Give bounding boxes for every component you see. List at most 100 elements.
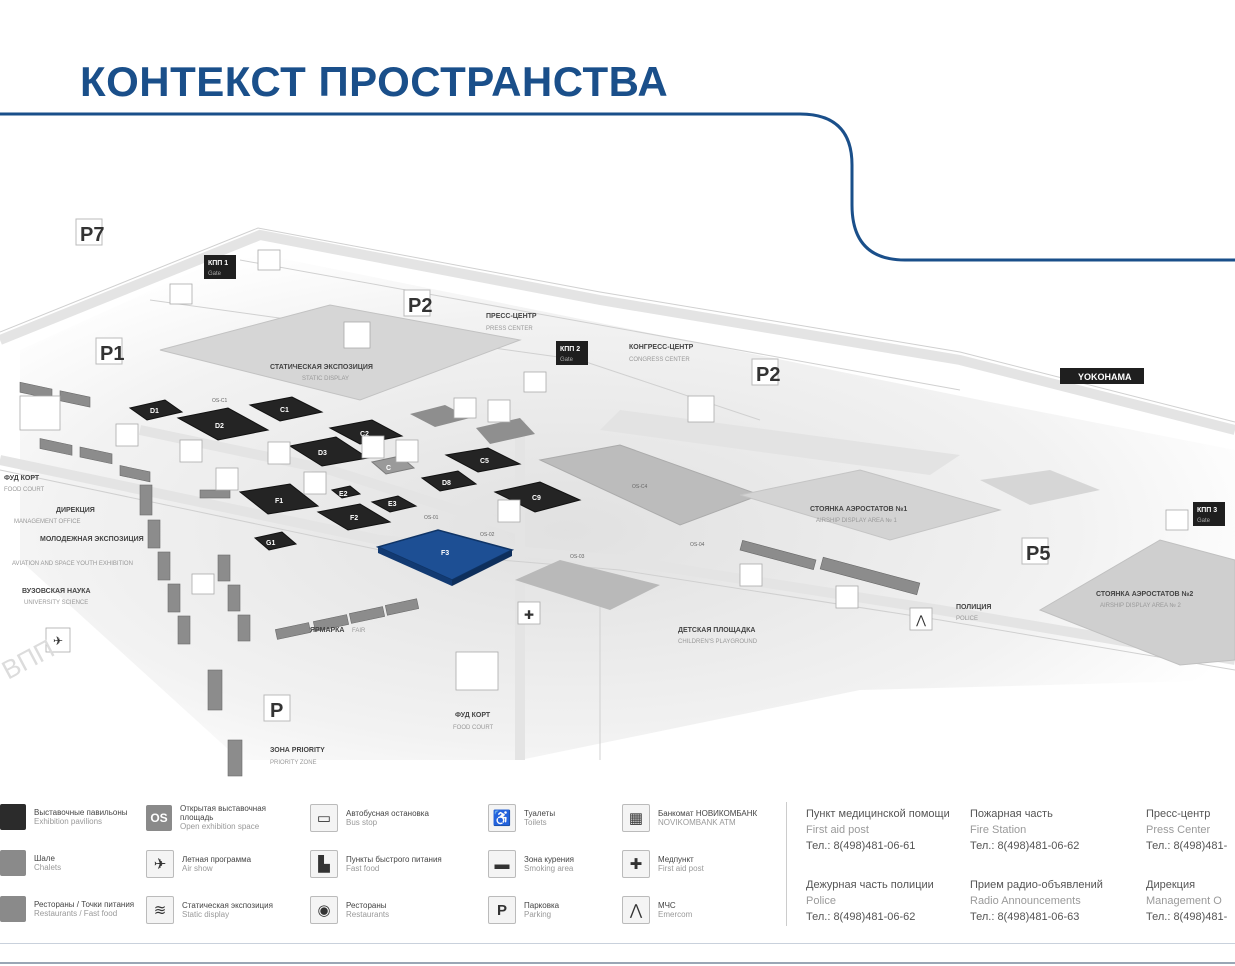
gate-3-label: КПП 3 [1197,507,1217,514]
pavilion-c5 [444,447,522,473]
management-label-en: MANAGEMENT OFFICE [14,519,81,525]
label-c2: C2 [360,431,369,438]
zone-static-display[interactable] [159,304,522,401]
pavilion-e3 [370,495,418,513]
playground-label: ДЕТСКАЯ ПЛОЩАДКА [678,627,755,634]
smoking-icon [523,371,547,393]
congress-label-en: CONGRESS CENTER [629,357,690,363]
priority-label-en: PRIORITY ZONE [270,760,317,766]
chalet [739,539,817,571]
food-court-2-label: ФУД КОРТ [455,712,491,719]
label-g1: G1 [266,540,275,547]
chalet [312,614,350,632]
static-display-icon: ≋ [146,896,174,924]
chalet-icon [0,850,26,876]
static-display-icon [687,395,715,423]
parking-p1 [95,337,123,365]
zone-east-strip [980,470,1100,505]
chalet [119,465,151,483]
parking-label-p2: P2 [408,295,432,317]
brand-yokohama[interactable] [1060,368,1144,384]
parking-icon: P [488,896,516,924]
restaurant-icon [395,439,419,463]
static-display-label-en: STATIC DISPLAY [302,376,349,382]
chalet [139,484,153,516]
smoking-icon: ▬ [488,850,516,878]
brand-yokohama-label: YOKOHAMA [1078,372,1132,382]
playground-label-en: CHILDREN'S PLAYGROUND [678,639,758,645]
chalets[interactable] [19,381,921,777]
fast-food-icon: ▙ [310,850,338,878]
zone-airship-1[interactable] [739,469,1002,541]
label-f2: F2 [350,515,358,522]
food-court-logo-icon [19,395,61,431]
food-court-2-label-en: FOOD COURT [453,725,494,731]
toilet-icon [267,441,291,465]
gates[interactable] [204,255,1225,526]
site-map[interactable]: P7 P2 P1 P2 P5 P КПП 1 КПП 2 КПП 3 Gate … [0,0,1235,790]
gate-1-label: КПП 1 [208,260,228,267]
contact-radio: Прием радио-объявлений Radio Announcemen… [970,879,1103,923]
chalet [819,556,921,596]
chalet [157,551,171,581]
fast-food-icon [115,423,139,447]
parking-p2 [403,289,431,317]
chalet [199,489,231,499]
label-os-03: OS-03 [570,554,585,560]
chalet [39,438,73,456]
parking-p2b [751,358,779,386]
header-curve [0,112,1235,262]
pavilions[interactable] [128,396,582,551]
air-show-icon [45,627,71,653]
press-center-label-en: PRESS CENTER [486,326,533,332]
smoking-icon [169,283,193,305]
parking-p7 [75,218,103,246]
pavilion-f3-side [378,547,452,586]
zone-airship-2[interactable] [1038,539,1235,666]
emercom-glyph: ⋀ [915,613,926,627]
congress-building[interactable] [476,418,535,444]
pavilion-c1 [248,396,324,422]
parking-markers[interactable] [75,218,1049,722]
label-e2: E2 [339,491,348,498]
label-c: C [386,465,391,472]
chalet [237,614,251,642]
contact-fire-station: Пожарная часть Fire Station Тел.: 8(498)… [970,808,1080,852]
roads [0,229,1235,760]
gate-1 [204,255,236,279]
restaurant-icon [0,896,26,922]
static-display-icon [343,321,371,349]
parking-label-p2b: P2 [756,364,780,386]
parking-p [263,694,291,722]
atm-icon: ▦ [622,804,650,832]
airship-1-label-en: AIRSHIP DISPLAY AREA № 1 [816,517,897,524]
open-space-icon: OS [146,804,172,831]
gate-2-sub: Gate [560,357,574,363]
label-os-01: OS-01 [424,515,439,521]
zone-runway-band [600,410,960,475]
emercom-icon: ⋀ [622,896,650,924]
airship-1-label: СТОЯНКА АЭРОСТАТОВ №1 [810,505,907,513]
label-d1: D1 [150,408,159,415]
legend-divider [786,802,787,926]
food-court-logo-icon [455,651,499,691]
map-icons[interactable] [19,249,1189,691]
chalet [227,739,243,777]
toilet-icon [215,467,239,491]
pavilion-f1 [238,483,320,515]
contact-management: Дирекция Management O Тел.: 8(498)481- [1146,879,1228,923]
airship-2-label: СТОЯНКА АЭРОСТАТОВ №2 [1096,590,1193,598]
zone-playground[interactable] [515,560,660,610]
pavilion-f2 [316,503,392,531]
pavilion-d2 [176,407,270,441]
chalet [207,669,223,711]
